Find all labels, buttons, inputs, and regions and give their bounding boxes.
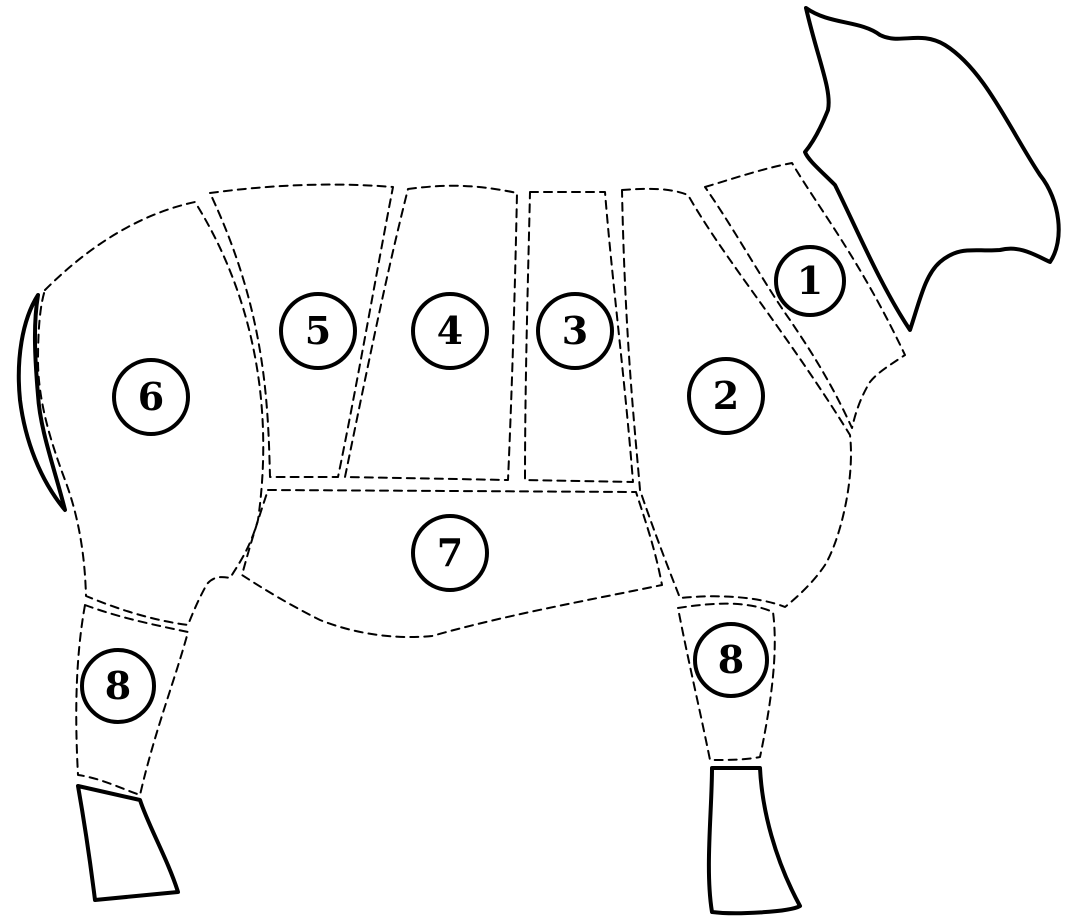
cut-badge-label: 4 [437,308,463,353]
cut-badge-label: 1 [797,258,823,303]
cut-badge-label: 2 [713,373,739,418]
cut-badge-label: 3 [562,308,588,353]
cut-badge-label: 8 [718,637,744,682]
cut-badge-4: 4 [413,294,487,368]
cut-badge-8-front: 8 [695,624,767,696]
cut-badge-label: 5 [305,308,331,353]
cut-badge-1: 1 [776,247,844,315]
cut-badge-3: 3 [538,294,612,368]
cut-badge-7: 7 [413,516,487,590]
cut-badge-label: 7 [437,530,463,575]
cut-badge-5: 5 [281,294,355,368]
cut-badge-6: 6 [114,360,188,434]
cut-badge-label: 8 [105,663,131,708]
front-hoof-outline [709,768,800,913]
tail-outline [19,295,65,510]
cut-badge-label: 6 [138,374,164,419]
cut-badge-2: 2 [689,359,763,433]
cut-badge-8-rear: 8 [82,650,154,722]
rear-hoof-outline [78,786,178,900]
